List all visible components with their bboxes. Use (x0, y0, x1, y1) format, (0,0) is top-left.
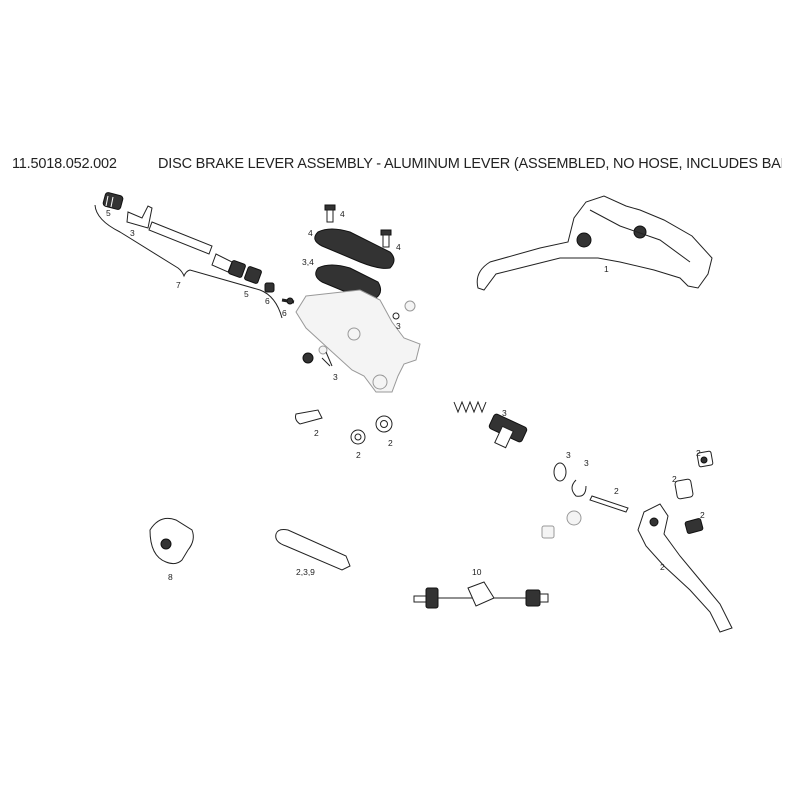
cam-insert (541, 525, 555, 539)
bushing-1 (350, 429, 366, 445)
leader-clamp-bolts-1 (321, 357, 331, 367)
callout-pivot-pin: 2 (314, 428, 319, 438)
circlip (571, 479, 587, 497)
clamp-bolt-hole (160, 538, 172, 550)
bleed-screw (392, 300, 416, 320)
pivot-hole (372, 374, 388, 390)
blade-pivot (649, 517, 659, 527)
compression-fitting (228, 260, 262, 284)
callout-reservoir-bladder: 3,4 (302, 257, 314, 267)
callout-reservoir-cap: 4 (308, 228, 313, 238)
callout-compression-fitting: 5 (244, 289, 249, 299)
pushrod (589, 495, 629, 513)
clamp-bolts (302, 345, 328, 364)
olive (264, 282, 275, 293)
reservoir-cap (314, 228, 395, 269)
leader-clamp-bolts-2 (325, 351, 333, 367)
callout-olive: 6 (265, 296, 270, 306)
callout-mmx-adapter: 10 (472, 567, 482, 577)
barb (281, 297, 295, 305)
master-cylinder-body (295, 289, 421, 393)
master-cylinder-bore (347, 327, 361, 341)
torsion-spring (566, 510, 582, 526)
part-number: 11.5018.052.002 (12, 156, 117, 172)
callout-complete-lever: 1 (604, 264, 609, 274)
callout-bushing-1: 2 (356, 450, 361, 460)
callout-clamp: 8 (168, 572, 173, 582)
header: 11.5018.052.002 DISC BRAKE LEVER ASSEMBL… (12, 156, 782, 178)
hose-kit-bracket (94, 204, 283, 319)
hose (148, 221, 213, 255)
page-title: DISC BRAKE LEVER ASSEMBLY - ALUMINUM LEV… (158, 156, 782, 172)
bleed-tool (275, 529, 351, 571)
contact-adjust-2 (674, 478, 694, 500)
callout-washer: 3 (566, 450, 571, 460)
callout-bushing-2: 2 (388, 438, 393, 448)
callout-lever-blade: 2 (660, 562, 665, 572)
compression-fitting-top (102, 192, 124, 210)
lever-adjust (633, 225, 647, 239)
lever-blade (637, 503, 733, 633)
callout-bleed-tool: 2,3,9 (296, 567, 315, 577)
callout-reservoir-screw-2: 4 (396, 242, 401, 252)
reservoir-screw-2 (380, 229, 392, 248)
callout-piston-assembly: 3 (502, 408, 507, 418)
piston-assembly (488, 413, 528, 449)
callout-barb-elbow: 3 (130, 228, 135, 238)
hose-insert (211, 253, 233, 273)
mmx-adapter (413, 581, 549, 609)
callout-contact-adjust-1: 2 (696, 448, 701, 458)
callout-bleed-screw: 3 (396, 321, 401, 331)
lever-edge-detail (589, 209, 691, 263)
cam-block (684, 518, 704, 534)
clamp (149, 517, 194, 565)
callout-reservoir-screw-1: 4 (340, 209, 345, 219)
bushing-2 (375, 415, 393, 433)
reservoir-screw-1 (324, 204, 336, 223)
lever-pivot (576, 232, 592, 248)
callout-barb: 6 (282, 308, 287, 318)
barb-elbow (126, 205, 153, 229)
complete-lever (476, 195, 713, 291)
washer (553, 462, 567, 482)
callout-compression-fitting-top: 5 (106, 208, 111, 218)
piston-spring (453, 400, 487, 414)
callout-hose-kit: 7 (176, 280, 181, 290)
callout-cam-block: 2 (700, 510, 705, 520)
callout-pushrod: 2 (614, 486, 619, 496)
callout-contact-adjust-2: 2 (672, 474, 677, 484)
pivot-pin (295, 409, 323, 425)
callout-clamp-bolts: 3 (333, 372, 338, 382)
callout-circlip: 3 (584, 458, 589, 468)
contact-adjust-1 (696, 450, 714, 468)
